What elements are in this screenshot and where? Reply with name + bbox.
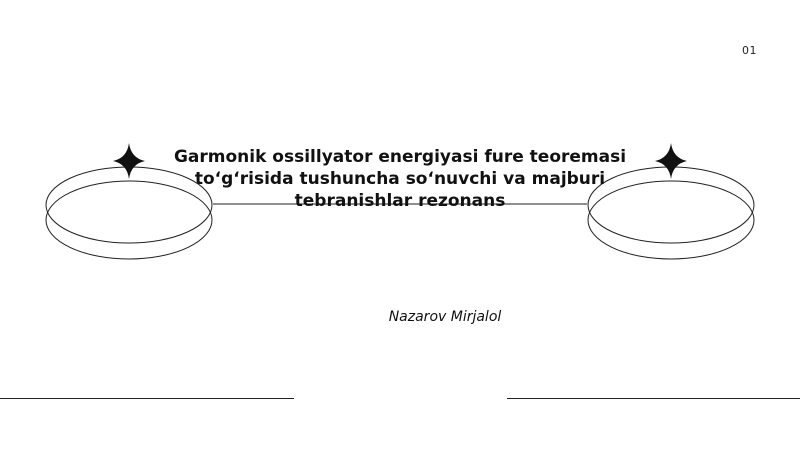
author-name: Nazarov Mirjalol (388, 309, 502, 325)
bottom-rule-right (507, 398, 800, 399)
left-sparkle-star-icon (113, 143, 145, 179)
page-number: 01 (742, 44, 757, 57)
bottom-rule-left (0, 398, 294, 399)
slide-title: Garmonik ossillyator energiyasi fure teo… (173, 147, 627, 211)
right-sparkle-star-icon (655, 143, 687, 179)
